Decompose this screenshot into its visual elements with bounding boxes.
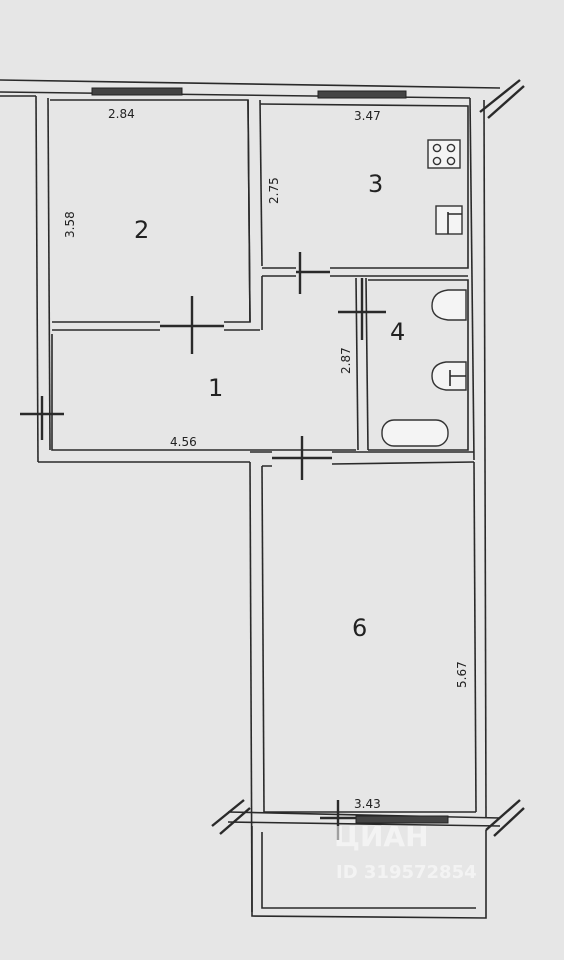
washbasin-icon (431, 361, 467, 391)
toilet-icon (431, 289, 467, 321)
room-2-outline (50, 99, 251, 323)
room-label-6: 6 (352, 614, 367, 642)
room-label-3: 3 (368, 170, 383, 198)
stove-icon (427, 139, 461, 169)
kitchen-sink-icon (435, 205, 463, 235)
room-label-1: 1 (208, 374, 223, 402)
balcony-outline (251, 826, 487, 919)
watermark-id: ID 319572854 (336, 862, 477, 883)
room-label-2: 2 (134, 216, 149, 244)
left-exterior-wall (35, 95, 51, 463)
top-exterior-wall (0, 79, 501, 99)
dimension-room-2-height: 3.58 (63, 211, 77, 238)
dimension-room-6-width: 3.43 (354, 797, 381, 811)
window-room-3 (317, 90, 407, 99)
window-room-6 (355, 815, 449, 824)
room-4-outline (368, 279, 469, 451)
dimension-room-1-height: 2.87 (339, 347, 353, 374)
dimension-room-1-width: 4.56 (170, 435, 197, 449)
right-exterior-wall (469, 97, 487, 819)
room-1-outline (51, 334, 356, 451)
dimension-room-3-height: 2.75 (267, 177, 281, 204)
dimension-room-6-height: 5.67 (455, 661, 469, 688)
break-ticks (211, 79, 525, 837)
door-markers (20, 252, 386, 480)
room-label-4: 4 (390, 318, 405, 346)
watermark-brand: ЦИАН (334, 820, 429, 853)
dimension-room-2-width: 2.84 (108, 107, 135, 121)
room-3-outline (259, 103, 469, 269)
window-room-2 (91, 87, 183, 96)
dimension-room-3-width: 3.47 (354, 109, 381, 123)
bathtub-icon (381, 419, 449, 447)
